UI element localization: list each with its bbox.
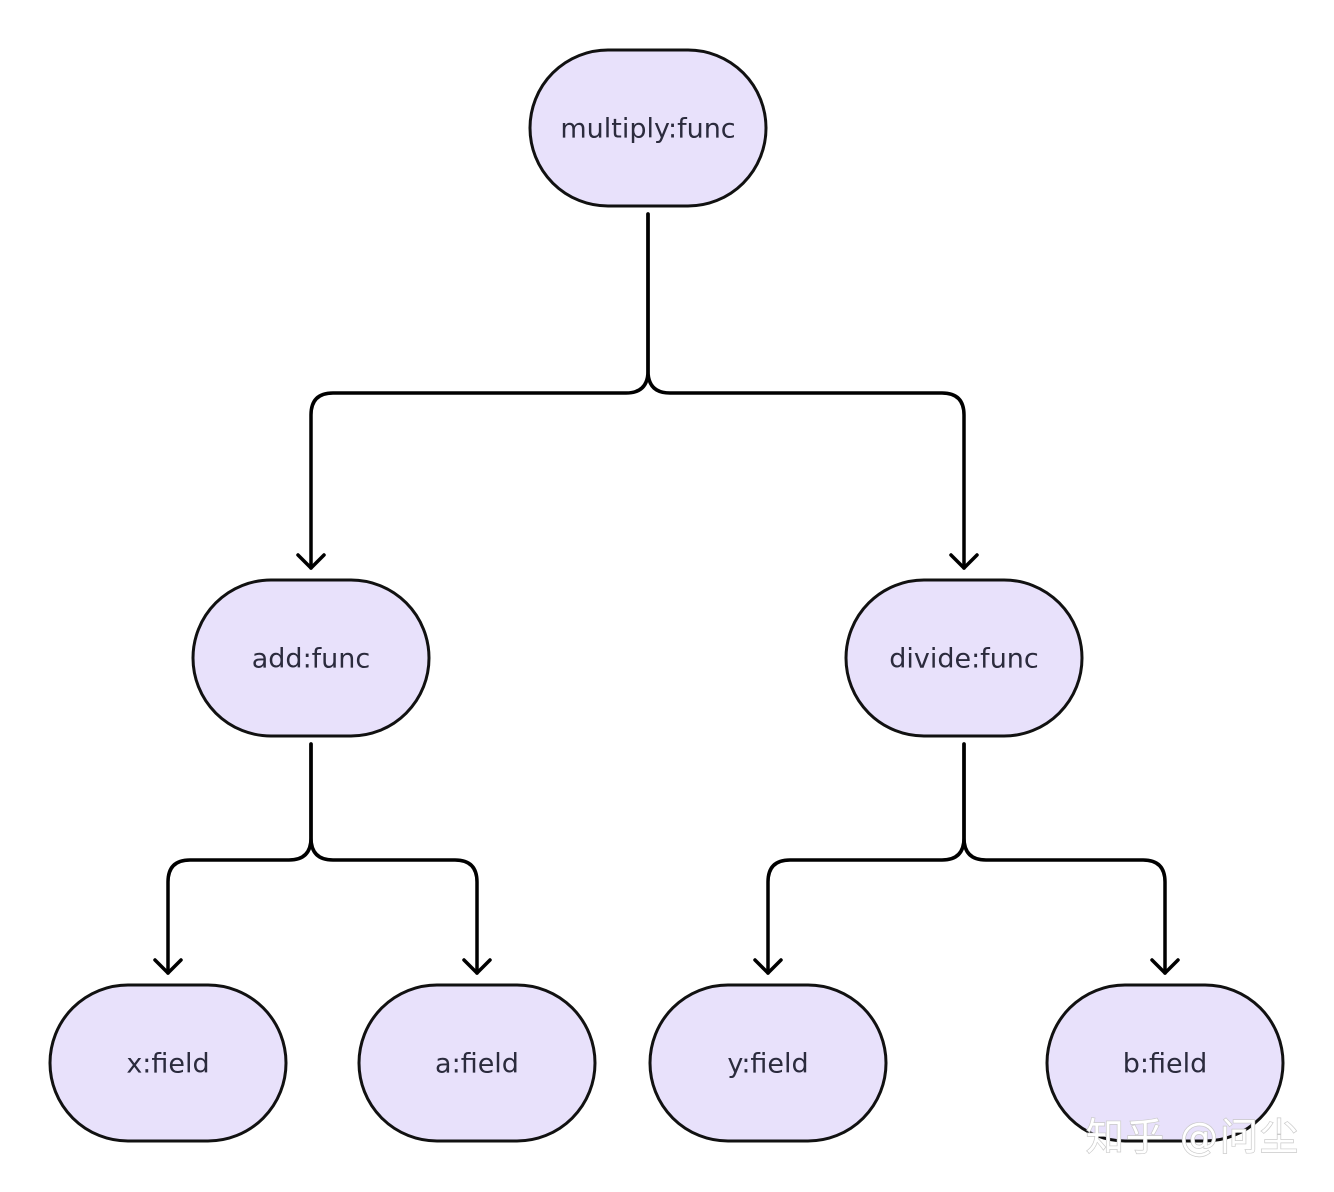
- node-label-multiply: multiply:func: [560, 114, 735, 145]
- node-shape-x: [48, 983, 288, 1143]
- node-label-x: x:field: [126, 1049, 209, 1080]
- edge-multiply-add: [309, 212, 650, 570]
- node-shape-divide: [844, 578, 1084, 738]
- arrowhead-add: [296, 553, 326, 570]
- edge-divide-b: [962, 742, 1167, 975]
- edge-divide-y: [766, 742, 966, 975]
- node-shape-multiply: [528, 48, 768, 208]
- node-shape-b: [1045, 983, 1285, 1143]
- node-divide: divide:func: [844, 578, 1084, 738]
- node-a: a:field: [357, 983, 597, 1143]
- arrowhead-divide: [949, 553, 979, 570]
- nodes-layer: multiply:func add:func divide:func x:field a…: [48, 48, 1285, 1143]
- edge-add-a: [309, 742, 479, 975]
- node-y: y:field: [648, 983, 888, 1143]
- arrowhead-b: [1150, 958, 1180, 975]
- node-shape-add: [191, 578, 431, 738]
- node-multiply: multiply:func: [528, 48, 768, 208]
- edges-layer: [153, 212, 1180, 975]
- edge-add-x: [166, 742, 313, 975]
- node-shape-y: [648, 983, 888, 1143]
- node-label-b: b:field: [1123, 1049, 1208, 1080]
- node-b: b:field: [1045, 983, 1285, 1143]
- node-add: add:func: [191, 578, 431, 738]
- node-label-divide: divide:func: [889, 644, 1039, 675]
- edge-multiply-divide: [646, 212, 966, 570]
- arrowhead-a: [462, 958, 492, 975]
- node-label-y: y:field: [727, 1049, 808, 1080]
- node-x: x:field: [48, 983, 288, 1143]
- node-label-a: a:field: [435, 1049, 519, 1080]
- node-shape-a: [357, 983, 597, 1143]
- watermark-text: 知乎 @问尘: [1086, 1115, 1300, 1159]
- node-label-add: add:func: [252, 644, 371, 675]
- arrowhead-x: [153, 958, 183, 975]
- arrowhead-y: [753, 958, 783, 975]
